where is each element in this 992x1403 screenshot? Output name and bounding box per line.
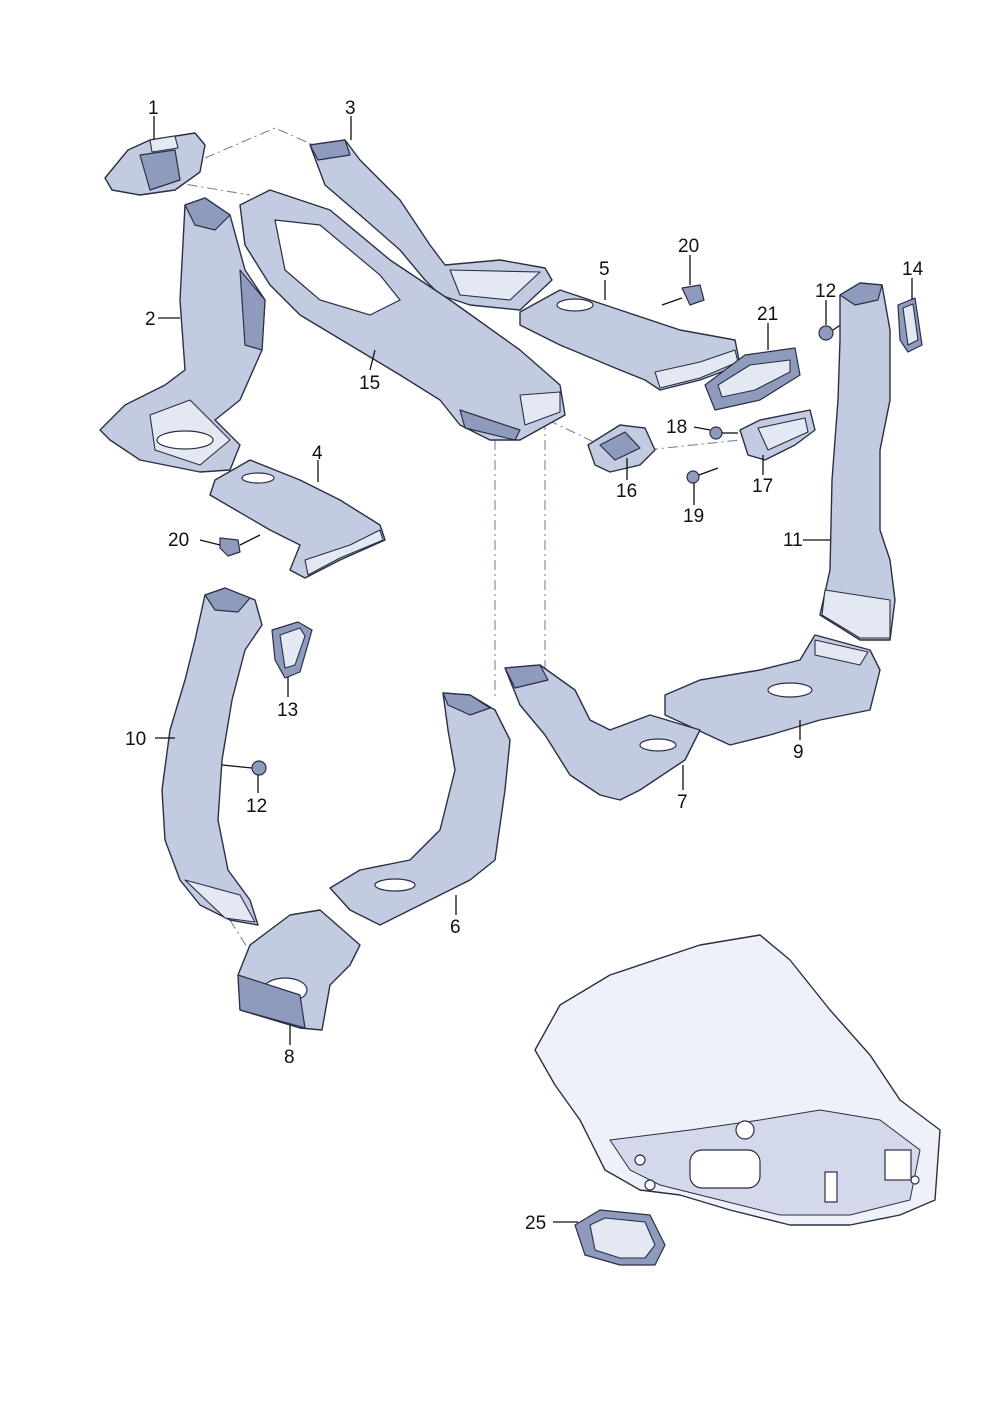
assembly-lines bbox=[147, 127, 741, 961]
part-11-air-duct bbox=[819, 282, 896, 641]
label-14: 14 bbox=[902, 259, 924, 280]
part-3-air-duct bbox=[309, 139, 553, 311]
part-17-outlet-vent bbox=[739, 409, 816, 461]
part-4-floor-duct bbox=[209, 459, 386, 579]
car-body-corner bbox=[534, 934, 941, 1226]
part-8-elbow-duct bbox=[237, 909, 361, 1031]
label-15: 15 bbox=[359, 373, 380, 394]
label-8: 8 bbox=[284, 1047, 295, 1068]
label-10: 10 bbox=[125, 729, 146, 750]
part-19-screw bbox=[686, 467, 719, 484]
part-1-connector bbox=[104, 132, 206, 196]
part-20-clip-left bbox=[219, 534, 261, 557]
label-2: 2 bbox=[145, 309, 156, 330]
label-21: 21 bbox=[757, 304, 778, 325]
part-5-floor-duct bbox=[519, 289, 741, 391]
part-12-screw-upper bbox=[818, 321, 846, 341]
label-11: 11 bbox=[783, 530, 803, 551]
leader-lines bbox=[153, 116, 913, 1223]
part-number-labels: 1 3 2 4 5 20 21 12 14 15 18 16 17 19 11 … bbox=[125, 98, 924, 1234]
label-12-lower: 12 bbox=[246, 796, 267, 817]
label-13: 13 bbox=[277, 700, 298, 721]
part-20-clip-right bbox=[661, 284, 705, 306]
label-20-left: 20 bbox=[168, 530, 189, 551]
label-12-upper: 12 bbox=[815, 281, 836, 302]
part-21-vent-switch bbox=[704, 347, 801, 411]
part-15-center-duct bbox=[239, 189, 566, 441]
label-7: 7 bbox=[677, 792, 688, 813]
label-19: 19 bbox=[683, 506, 704, 527]
part-13-small-grille bbox=[271, 621, 313, 679]
label-25: 25 bbox=[525, 1213, 546, 1234]
part-16-bracket bbox=[587, 424, 656, 473]
part-12-screw-lower bbox=[221, 760, 267, 776]
label-16: 16 bbox=[616, 481, 637, 502]
part-18-screw bbox=[709, 426, 738, 440]
part-9-floor-duct bbox=[664, 634, 881, 746]
part-25-rear-grille bbox=[574, 1209, 666, 1266]
label-17: 17 bbox=[752, 476, 773, 497]
part-6-floor-duct bbox=[329, 692, 511, 926]
part-10-air-duct bbox=[161, 587, 263, 926]
label-9: 9 bbox=[793, 742, 804, 763]
label-4: 4 bbox=[312, 443, 323, 464]
label-18: 18 bbox=[666, 417, 687, 438]
part-2-air-duct bbox=[99, 197, 266, 473]
label-5: 5 bbox=[599, 259, 610, 280]
part-7-floor-duct bbox=[504, 664, 701, 801]
label-20-right: 20 bbox=[678, 236, 699, 257]
label-3: 3 bbox=[345, 98, 356, 119]
part-14-side-grille bbox=[897, 297, 923, 353]
label-1: 1 bbox=[148, 98, 159, 119]
label-6: 6 bbox=[450, 917, 461, 938]
